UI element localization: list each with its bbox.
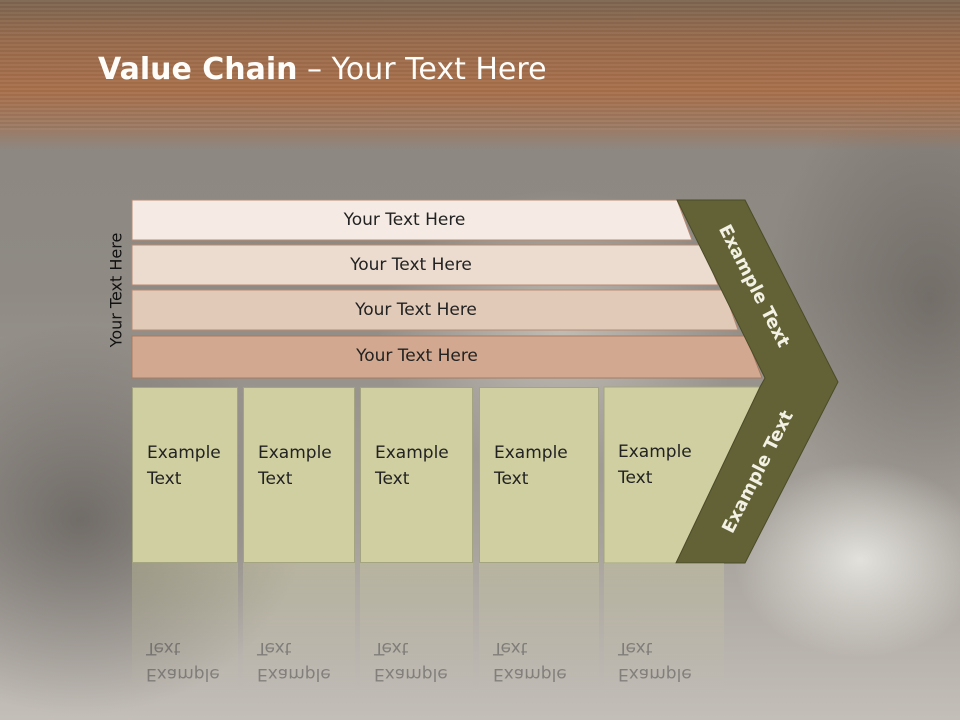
reflection-box-2-line2: Text	[257, 638, 292, 658]
band-1-label: Your Text Here	[343, 210, 466, 230]
reflection-box-4-line2: Text	[493, 638, 528, 658]
activity-box-2-line2: Text	[258, 469, 293, 489]
reflection-box-5-line1: Example	[618, 664, 692, 684]
reflection-box-5-text: Example Text	[618, 635, 692, 687]
band-2[interactable]: Your Text Here	[131, 244, 719, 286]
side-label-text: Your Text Here	[106, 232, 126, 348]
reflection-box-5-line2: Text	[618, 638, 653, 658]
activity-box-1-text: Example Text	[147, 440, 221, 492]
reflection-box-3: Example Text	[360, 563, 473, 693]
reflection-box-1-text: Example Text	[146, 635, 220, 687]
band-1[interactable]: Your Text Here	[131, 199, 693, 241]
activity-box-5[interactable]: Example Text	[604, 387, 724, 563]
reflection-box-3-text: Example Text	[374, 635, 448, 687]
activity-box-4-line1: Example	[494, 443, 568, 463]
activity-box-1[interactable]: Example Text	[132, 387, 238, 563]
reflection-box-4-text: Example Text	[493, 635, 567, 687]
reflection-box-3-line2: Text	[374, 638, 409, 658]
band-2-label: Your Text Here	[350, 255, 472, 275]
activity-box-1-line1: Example	[147, 443, 221, 463]
reflection-box-2: Example Text	[243, 563, 355, 693]
reflection-box-2-line1: Example	[257, 664, 331, 684]
reflection-box-1-line2: Text	[146, 638, 181, 658]
reflection-box-4-line1: Example	[493, 664, 567, 684]
activity-box-3-line1: Example	[375, 443, 449, 463]
band-4-label: Your Text Here	[356, 346, 478, 366]
activity-box-3-text: Example Text	[375, 440, 449, 492]
title-bold: Value Chain	[98, 52, 298, 87]
header-band	[0, 0, 960, 150]
reflection-box-1-line1: Example	[146, 664, 220, 684]
activity-box-3[interactable]: Example Text	[360, 387, 473, 563]
activity-box-4-text: Example Text	[494, 440, 568, 492]
activity-box-4[interactable]: Example Text	[479, 387, 599, 563]
reflection-box-2-text: Example Text	[257, 635, 331, 687]
activity-box-2-line1: Example	[258, 443, 332, 463]
activity-box-1-line2: Text	[147, 469, 182, 489]
activity-box-3-line2: Text	[375, 469, 410, 489]
activity-box-4-line2: Text	[494, 469, 529, 489]
activity-box-2-text: Example Text	[258, 440, 332, 492]
reflection-box-3-line1: Example	[374, 664, 448, 684]
chevron-lower-text: Example Text	[718, 407, 798, 537]
header-texture	[0, 0, 960, 130]
title-rest: – Your Text Here	[297, 52, 547, 87]
activity-box-2[interactable]: Example Text	[243, 387, 355, 563]
activity-box-5-line1: Example	[618, 442, 692, 462]
chevron-upper-text: Example Text	[714, 221, 794, 351]
reflection-box-4: Example Text	[479, 563, 599, 693]
activity-box-5-text: Example Text	[618, 439, 692, 491]
reflection-box-1: Example Text	[132, 563, 238, 693]
reflection: Example Text Example Text Example Text Exam…	[0, 563, 960, 720]
slide-title: Value Chain – Your Text Here	[98, 52, 547, 87]
band-3-label: Your Text Here	[355, 300, 477, 320]
activity-box-5-line2: Text	[618, 468, 653, 488]
band-4[interactable]: Your Text Here	[131, 335, 763, 379]
reflection-box-5: Example Text	[604, 563, 724, 693]
band-3[interactable]: Your Text Here	[131, 289, 739, 331]
